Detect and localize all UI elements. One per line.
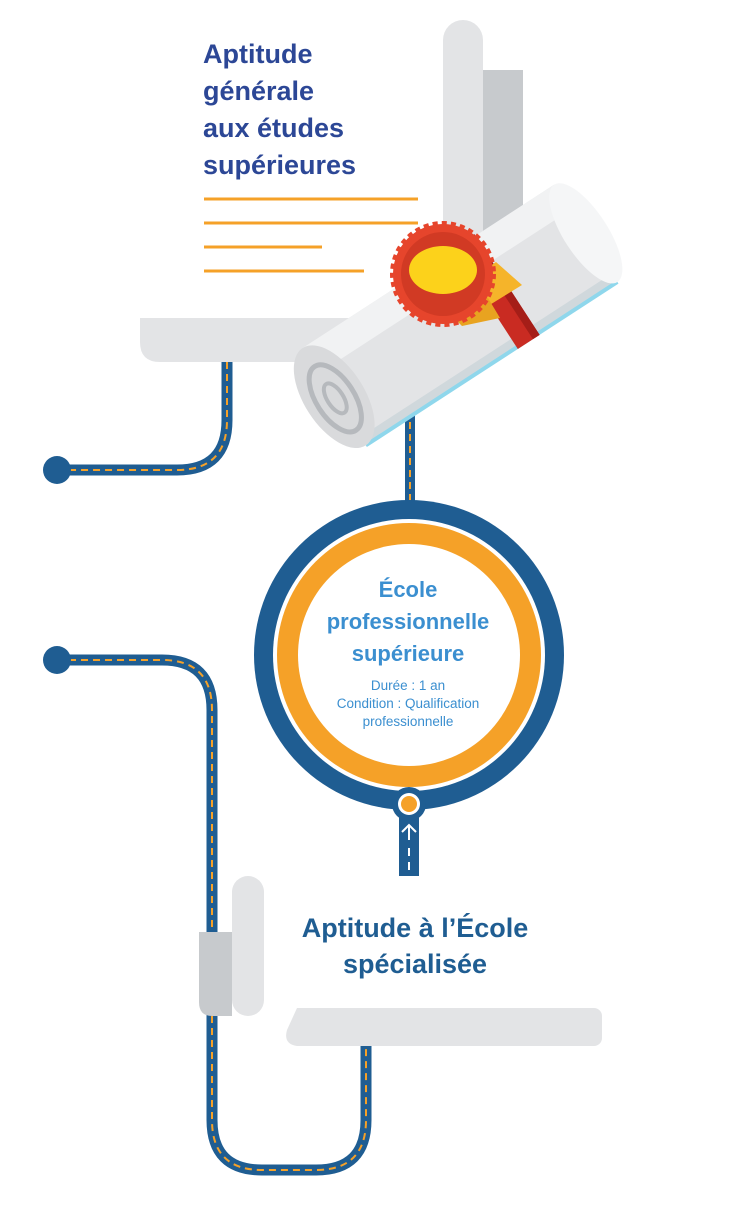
school-name-line: professionnelle <box>326 609 490 634</box>
school-details: Durée : 1 an Condition : Qualification p… <box>300 677 516 731</box>
arrow-up-icon <box>401 823 417 833</box>
circle-inner <box>298 544 520 766</box>
condition-text: Condition : Qualification <box>336 696 480 711</box>
title-line: aux études <box>203 113 345 143</box>
connector-top-left <box>43 362 233 484</box>
diploma-scroll-icon <box>293 183 623 449</box>
title-line: générale <box>203 76 315 106</box>
bottom-document-tab <box>199 932 232 1016</box>
connector-dot <box>43 646 71 674</box>
seal-icon <box>390 221 496 327</box>
top-document-title: Aptitude générale aux études supérieures <box>203 36 443 184</box>
condition-text-cont: professionnelle <box>362 714 454 729</box>
bottom-document-base <box>297 1008 602 1046</box>
title-line: Aptitude à l’École <box>301 913 529 943</box>
connector-dot <box>43 456 71 484</box>
school-name-line: École <box>378 577 438 602</box>
title-line: spécialisée <box>342 949 488 979</box>
duration-text: Durée : 1 an <box>370 678 446 693</box>
circle-stem <box>392 787 426 876</box>
school-name: École professionnelle supérieure <box>300 574 516 670</box>
center-circle-text: École professionnelle supérieure Durée :… <box>300 574 516 731</box>
center-circle <box>254 500 564 810</box>
bottom-document <box>232 876 602 1046</box>
bottom-document-title: Aptitude à l’École spécialisée <box>280 910 550 982</box>
title-line: Aptitude <box>203 39 313 69</box>
connector-bottom-loop <box>43 646 372 1176</box>
school-name-line: supérieure <box>351 641 465 666</box>
title-line: supérieures <box>203 150 357 180</box>
bottom-document-fold <box>232 876 264 1016</box>
